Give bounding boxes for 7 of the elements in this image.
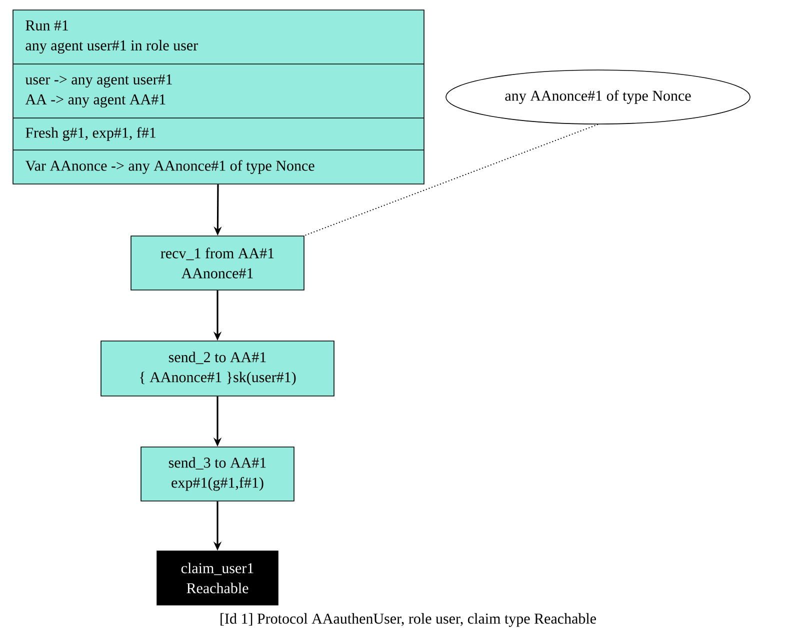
event-box: recv_1 from AA#1 AAnonce#1: [130, 236, 304, 290]
record-box: Run #1 any agent user#1 in role user user -> any agent user#1 AA -> any agent AA#1 Fresh g#1, exp#1, f#1 Var AAnonce -> any AAnonce#1 of type Nonce: [12, 10, 424, 184]
caption: [Id 1] Protocol AAauthenUser, role user, claim type Reachable: [220, 613, 596, 627]
event-box: send_3 to AA#1 exp#1(g#1,f#1): [140, 446, 294, 502]
claim-box: claim_user1 Reachable: [156, 550, 278, 606]
dotted-line: [304, 124, 598, 236]
event-box: send_2 to AA#1 { AAnonce#1 }sk(user#1): [100, 340, 334, 396]
